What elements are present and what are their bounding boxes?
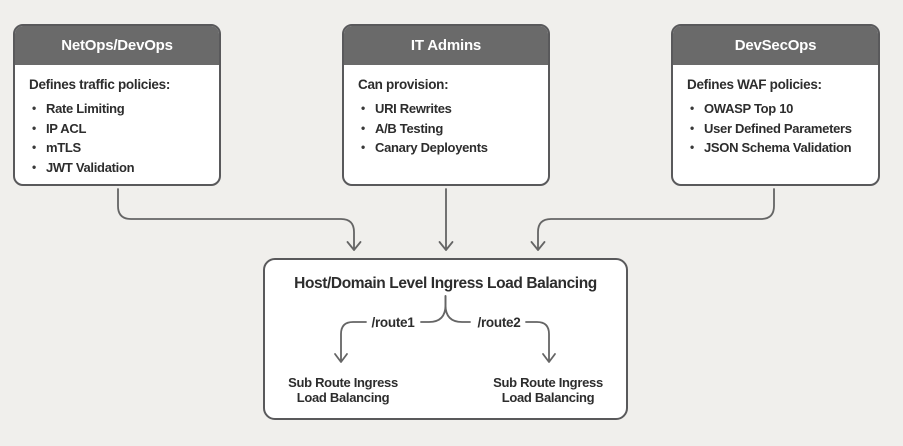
- host-domain-ingress-title: Host/Domain Level Ingress Load Balancing: [294, 275, 597, 292]
- card-it-admins-list: URI Rewrites A/B Testing Canary Deployen…: [358, 99, 536, 158]
- arrow-itadmins-to-central: [438, 188, 454, 251]
- list-item: JWT Validation: [29, 158, 207, 178]
- card-netops-devops-heading: Defines traffic policies:: [29, 77, 171, 92]
- sub-route-target-1-line1: Sub Route Ingress: [288, 375, 398, 390]
- card-devsecops-body: Defines WAF policies: OWASP Top 10 User …: [673, 65, 878, 158]
- list-item: OWASP Top 10: [687, 99, 866, 119]
- card-it-admins: IT Admins Can provision: URI Rewrites A/…: [342, 24, 550, 186]
- card-netops-devops-body: Defines traffic policies: Rate Limiting …: [15, 65, 219, 177]
- card-devsecops-title: DevSecOps: [673, 26, 878, 65]
- sub-route-target-2: Sub Route Ingress Load Balancing: [468, 375, 628, 405]
- sub-route-target-2-line2: Load Balancing: [501, 390, 595, 405]
- list-item: A/B Testing: [358, 119, 536, 139]
- list-item: JSON Schema Validation: [687, 138, 866, 158]
- list-item: URI Rewrites: [358, 99, 536, 119]
- card-netops-devops-title: NetOps/DevOps: [15, 26, 219, 65]
- list-item: Rate Limiting: [29, 99, 207, 119]
- sub-route-target-2-line1: Sub Route Ingress: [493, 375, 603, 390]
- arrow-netops-to-central: [117, 188, 362, 251]
- card-devsecops-heading: Defines WAF policies:: [687, 77, 822, 92]
- route2-label: /route2: [477, 315, 521, 330]
- card-it-admins-title: IT Admins: [344, 26, 548, 65]
- list-item: Canary Deployents: [358, 138, 536, 158]
- card-it-admins-body: Can provision: URI Rewrites A/B Testing …: [344, 65, 548, 158]
- card-devsecops-list: OWASP Top 10 User Defined Parameters JSO…: [687, 99, 866, 158]
- host-domain-ingress-box: Host/Domain Level Ingress Load Balancing: [263, 258, 628, 420]
- card-netops-devops: NetOps/DevOps Defines traffic policies: …: [13, 24, 221, 186]
- sub-route-target-1: Sub Route Ingress Load Balancing: [263, 375, 423, 405]
- list-item: IP ACL: [29, 119, 207, 139]
- card-devsecops: DevSecOps Defines WAF policies: OWASP To…: [671, 24, 880, 186]
- list-item: User Defined Parameters: [687, 119, 866, 139]
- sub-route-target-1-line2: Load Balancing: [296, 390, 390, 405]
- card-it-admins-heading: Can provision:: [358, 77, 449, 92]
- card-netops-devops-list: Rate Limiting IP ACL mTLS JWT Validation: [29, 99, 207, 177]
- arrow-devsecops-to-central: [530, 188, 775, 251]
- route1-label: /route1: [371, 315, 415, 330]
- list-item: mTLS: [29, 138, 207, 158]
